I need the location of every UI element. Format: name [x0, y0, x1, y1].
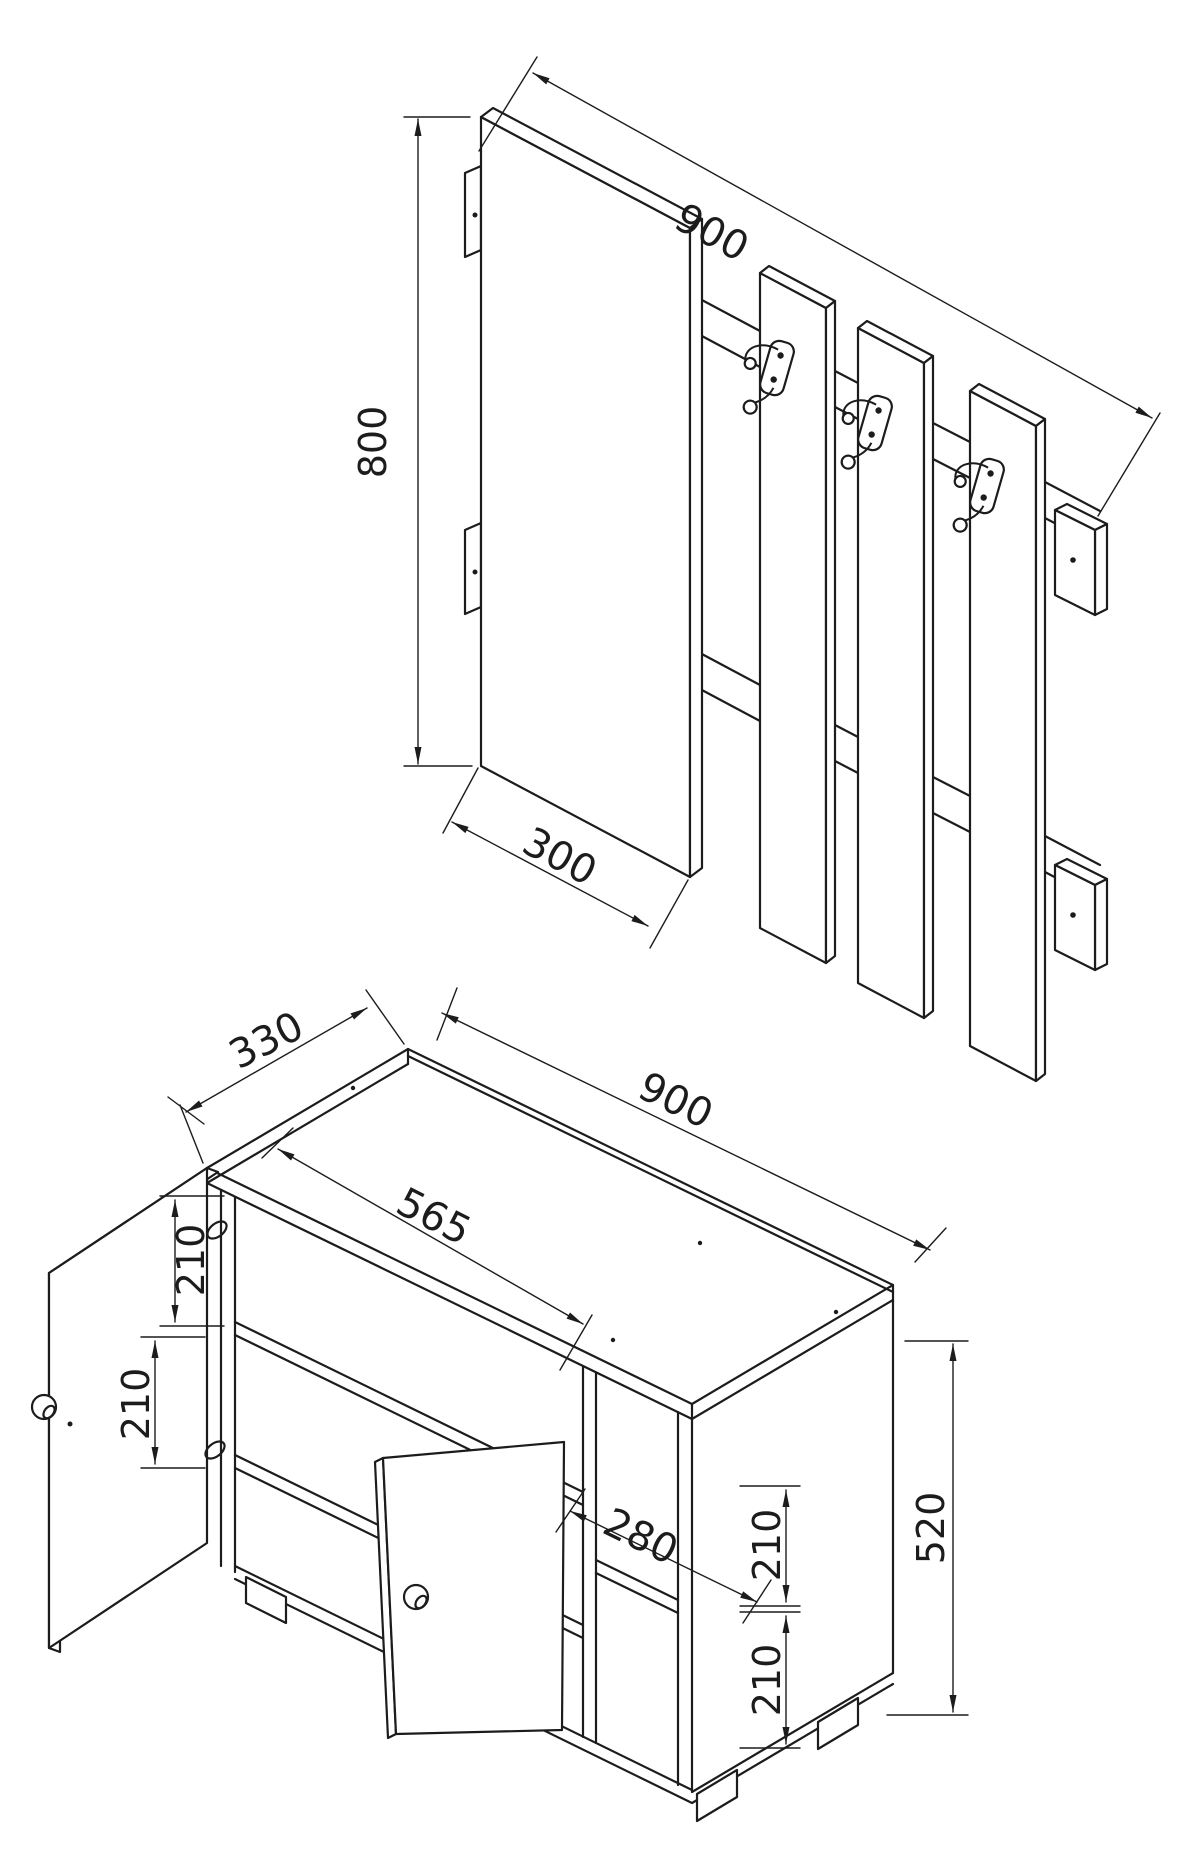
- door-knob: [402, 1583, 430, 1611]
- dim-label-rack-height: 800: [351, 406, 395, 479]
- cabinet-partition: [581, 1365, 598, 1745]
- hook-tip: [953, 474, 967, 489]
- cabinet-bottom-panel: [233, 1564, 895, 1805]
- left-door-open: [30, 1166, 220, 1654]
- dim-right-top-compartment: 210: [739, 1485, 801, 1607]
- dim-left-top-compartment: 210: [159, 1195, 225, 1327]
- foot: [816, 1696, 860, 1751]
- dim-label-cabinet-depth: 330: [222, 1003, 311, 1079]
- screw-hole: [1070, 557, 1076, 563]
- pin-mark: [697, 1240, 703, 1246]
- dim-left-mid-compartment: 210: [114, 1336, 206, 1469]
- cam-lock: [206, 1220, 228, 1240]
- dim-label-right-opening: 280: [596, 1499, 685, 1574]
- right-door-leaning: [373, 1440, 566, 1740]
- wall-rail-bottom: [698, 651, 1102, 903]
- pin-mark: [833, 1309, 839, 1315]
- hook-tip: [952, 517, 968, 533]
- dim-label-left-top-compartment: 210: [169, 1224, 213, 1297]
- slat-3: [968, 382, 1047, 1083]
- pin-mark: [350, 1085, 356, 1091]
- cabinet-feet: [244, 1575, 860, 1823]
- screw-hole: [472, 212, 478, 218]
- hook-tip: [840, 454, 856, 470]
- dim-label-right-top-compartment: 210: [745, 1509, 789, 1582]
- hook-tip: [841, 411, 855, 426]
- cabinet-right-side-panel: [676, 1298, 895, 1794]
- coat-rack-view: 800 900 300: [351, 56, 1161, 1083]
- door-knob-detail: [414, 1594, 428, 1610]
- dim-label-mirror-width: 300: [515, 819, 604, 895]
- dim-right-bottom-compartment: 210: [739, 1611, 801, 1749]
- dim-label-cabinet-height: 520: [909, 1492, 953, 1565]
- dim-label-right-bottom-compartment: 210: [745, 1644, 789, 1717]
- coat-hook-1: [742, 339, 795, 415]
- door-knob: [30, 1393, 58, 1421]
- dim-rack-width: 900: [478, 56, 1161, 517]
- mount-block-left-lower: [463, 521, 483, 616]
- cabinet-left-side-panel: [219, 1188, 237, 1574]
- foot: [695, 1768, 739, 1823]
- screw-hole: [472, 569, 478, 575]
- mount-block-right-upper: [1053, 502, 1109, 617]
- cam-lock: [204, 1440, 226, 1460]
- cabinet-view: 330 900 565 280 210: [30, 987, 969, 1823]
- mount-block-right-lower: [1053, 857, 1109, 972]
- mirror-panel: [479, 106, 704, 879]
- slat-2: [856, 319, 935, 1020]
- pin-mark: [610, 1337, 616, 1343]
- coat-hook-3: [952, 457, 1005, 533]
- dim-right-opening: 280: [555, 1488, 772, 1624]
- dim-cabinet-height: 520: [886, 1340, 969, 1716]
- dim-rack-height: 800: [351, 116, 473, 767]
- screw-hole: [1070, 912, 1076, 918]
- pin-mark: [67, 1421, 73, 1427]
- cam-lock-fittings: [204, 1220, 228, 1460]
- door-knob-detail: [42, 1404, 56, 1420]
- hook-tip: [742, 399, 758, 415]
- foot: [244, 1575, 288, 1625]
- hook-tip: [743, 356, 757, 371]
- coat-hook-2: [840, 394, 893, 470]
- mount-block-left-upper: [463, 164, 483, 259]
- slat-1: [758, 264, 837, 965]
- right-shelf: [594, 1558, 680, 1615]
- cabinet-top-panel: [205, 1047, 895, 1421]
- dim-label-left-mid-compartment: 210: [114, 1368, 158, 1441]
